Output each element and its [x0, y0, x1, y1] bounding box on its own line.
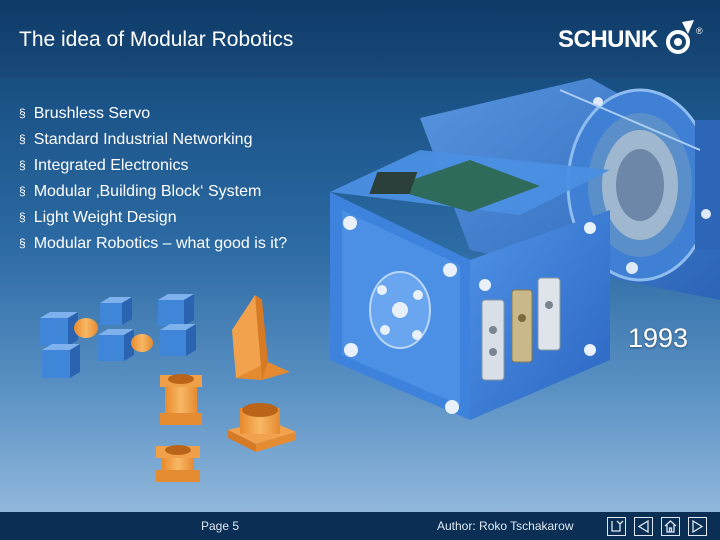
bullet-item: § Standard Industrial Networking: [19, 128, 287, 154]
bullet-marker: §: [19, 210, 26, 224]
return-icon: [611, 520, 624, 532]
blue-cube: [98, 329, 134, 361]
blue-cube: [42, 344, 80, 378]
bullet-item: § Integrated Electronics: [19, 154, 287, 180]
slide-title: The idea of Modular Robotics: [19, 28, 294, 51]
bullet-item: § Modular ‚Building Block‘ System: [19, 180, 287, 206]
page-number: Page 5: [201, 519, 240, 533]
bullet-marker: §: [19, 158, 26, 172]
building-blocks: [40, 294, 196, 378]
home-icon: [664, 520, 677, 533]
orange-cylinder: [74, 318, 98, 338]
blue-cube: [158, 294, 194, 326]
bullet-marker: §: [19, 236, 26, 250]
bullet-text: Brushless Servo: [33, 105, 151, 122]
bullet-list: § Brushless Servo § Standard Industrial Ne…: [19, 102, 287, 258]
tube-module: [160, 374, 202, 425]
previous-icon: [637, 519, 649, 534]
next-button[interactable]: [688, 517, 707, 536]
schunk-logo: SCHUNK ®: [558, 16, 708, 64]
orange-cylinder: [131, 334, 153, 352]
bullet-text: Standard Industrial Networking: [33, 131, 253, 148]
bullet-text: Integrated Electronics: [33, 157, 189, 174]
bullet-item: § Modular Robotics – what good is it?: [19, 232, 287, 258]
logo-wordmark: SCHUNK: [558, 26, 658, 53]
bullet-item: § Brushless Servo: [19, 102, 287, 128]
bullet-marker: §: [19, 132, 26, 146]
connector-group: [481, 277, 561, 381]
header-bar: The idea of Modular Robotics SCHUNK ®: [0, 0, 720, 78]
bullet-text: Modular ‚Building Block‘ System: [33, 183, 262, 200]
blue-cube: [100, 297, 132, 325]
blue-cube: [40, 312, 78, 346]
base-flange: [228, 403, 296, 452]
return-button[interactable]: [607, 517, 626, 536]
servo-drum: [420, 78, 720, 300]
year-label: 1993: [628, 323, 689, 353]
home-button[interactable]: [661, 517, 680, 536]
previous-button[interactable]: [634, 517, 653, 536]
servo-housing: [330, 150, 610, 420]
bullet-text: Light Weight Design: [33, 209, 177, 226]
blue-cube: [160, 324, 196, 356]
bullet-marker: §: [19, 106, 26, 120]
bullet-item: § Light Weight Design: [19, 206, 287, 232]
footer-bar: Page 5 Author: Roko Tschakarow: [0, 512, 720, 540]
next-icon: [692, 519, 704, 534]
logo-ring-icon: [666, 20, 694, 54]
author-credit: Author: Roko Tschakarow: [437, 519, 574, 533]
orange-parts: [156, 295, 296, 482]
tube-module: [156, 445, 200, 482]
registered-mark: ®: [696, 26, 703, 36]
bullet-marker: §: [19, 184, 26, 198]
bullet-text: Modular Robotics – what good is it?: [33, 235, 288, 252]
angle-bracket: [232, 295, 290, 380]
